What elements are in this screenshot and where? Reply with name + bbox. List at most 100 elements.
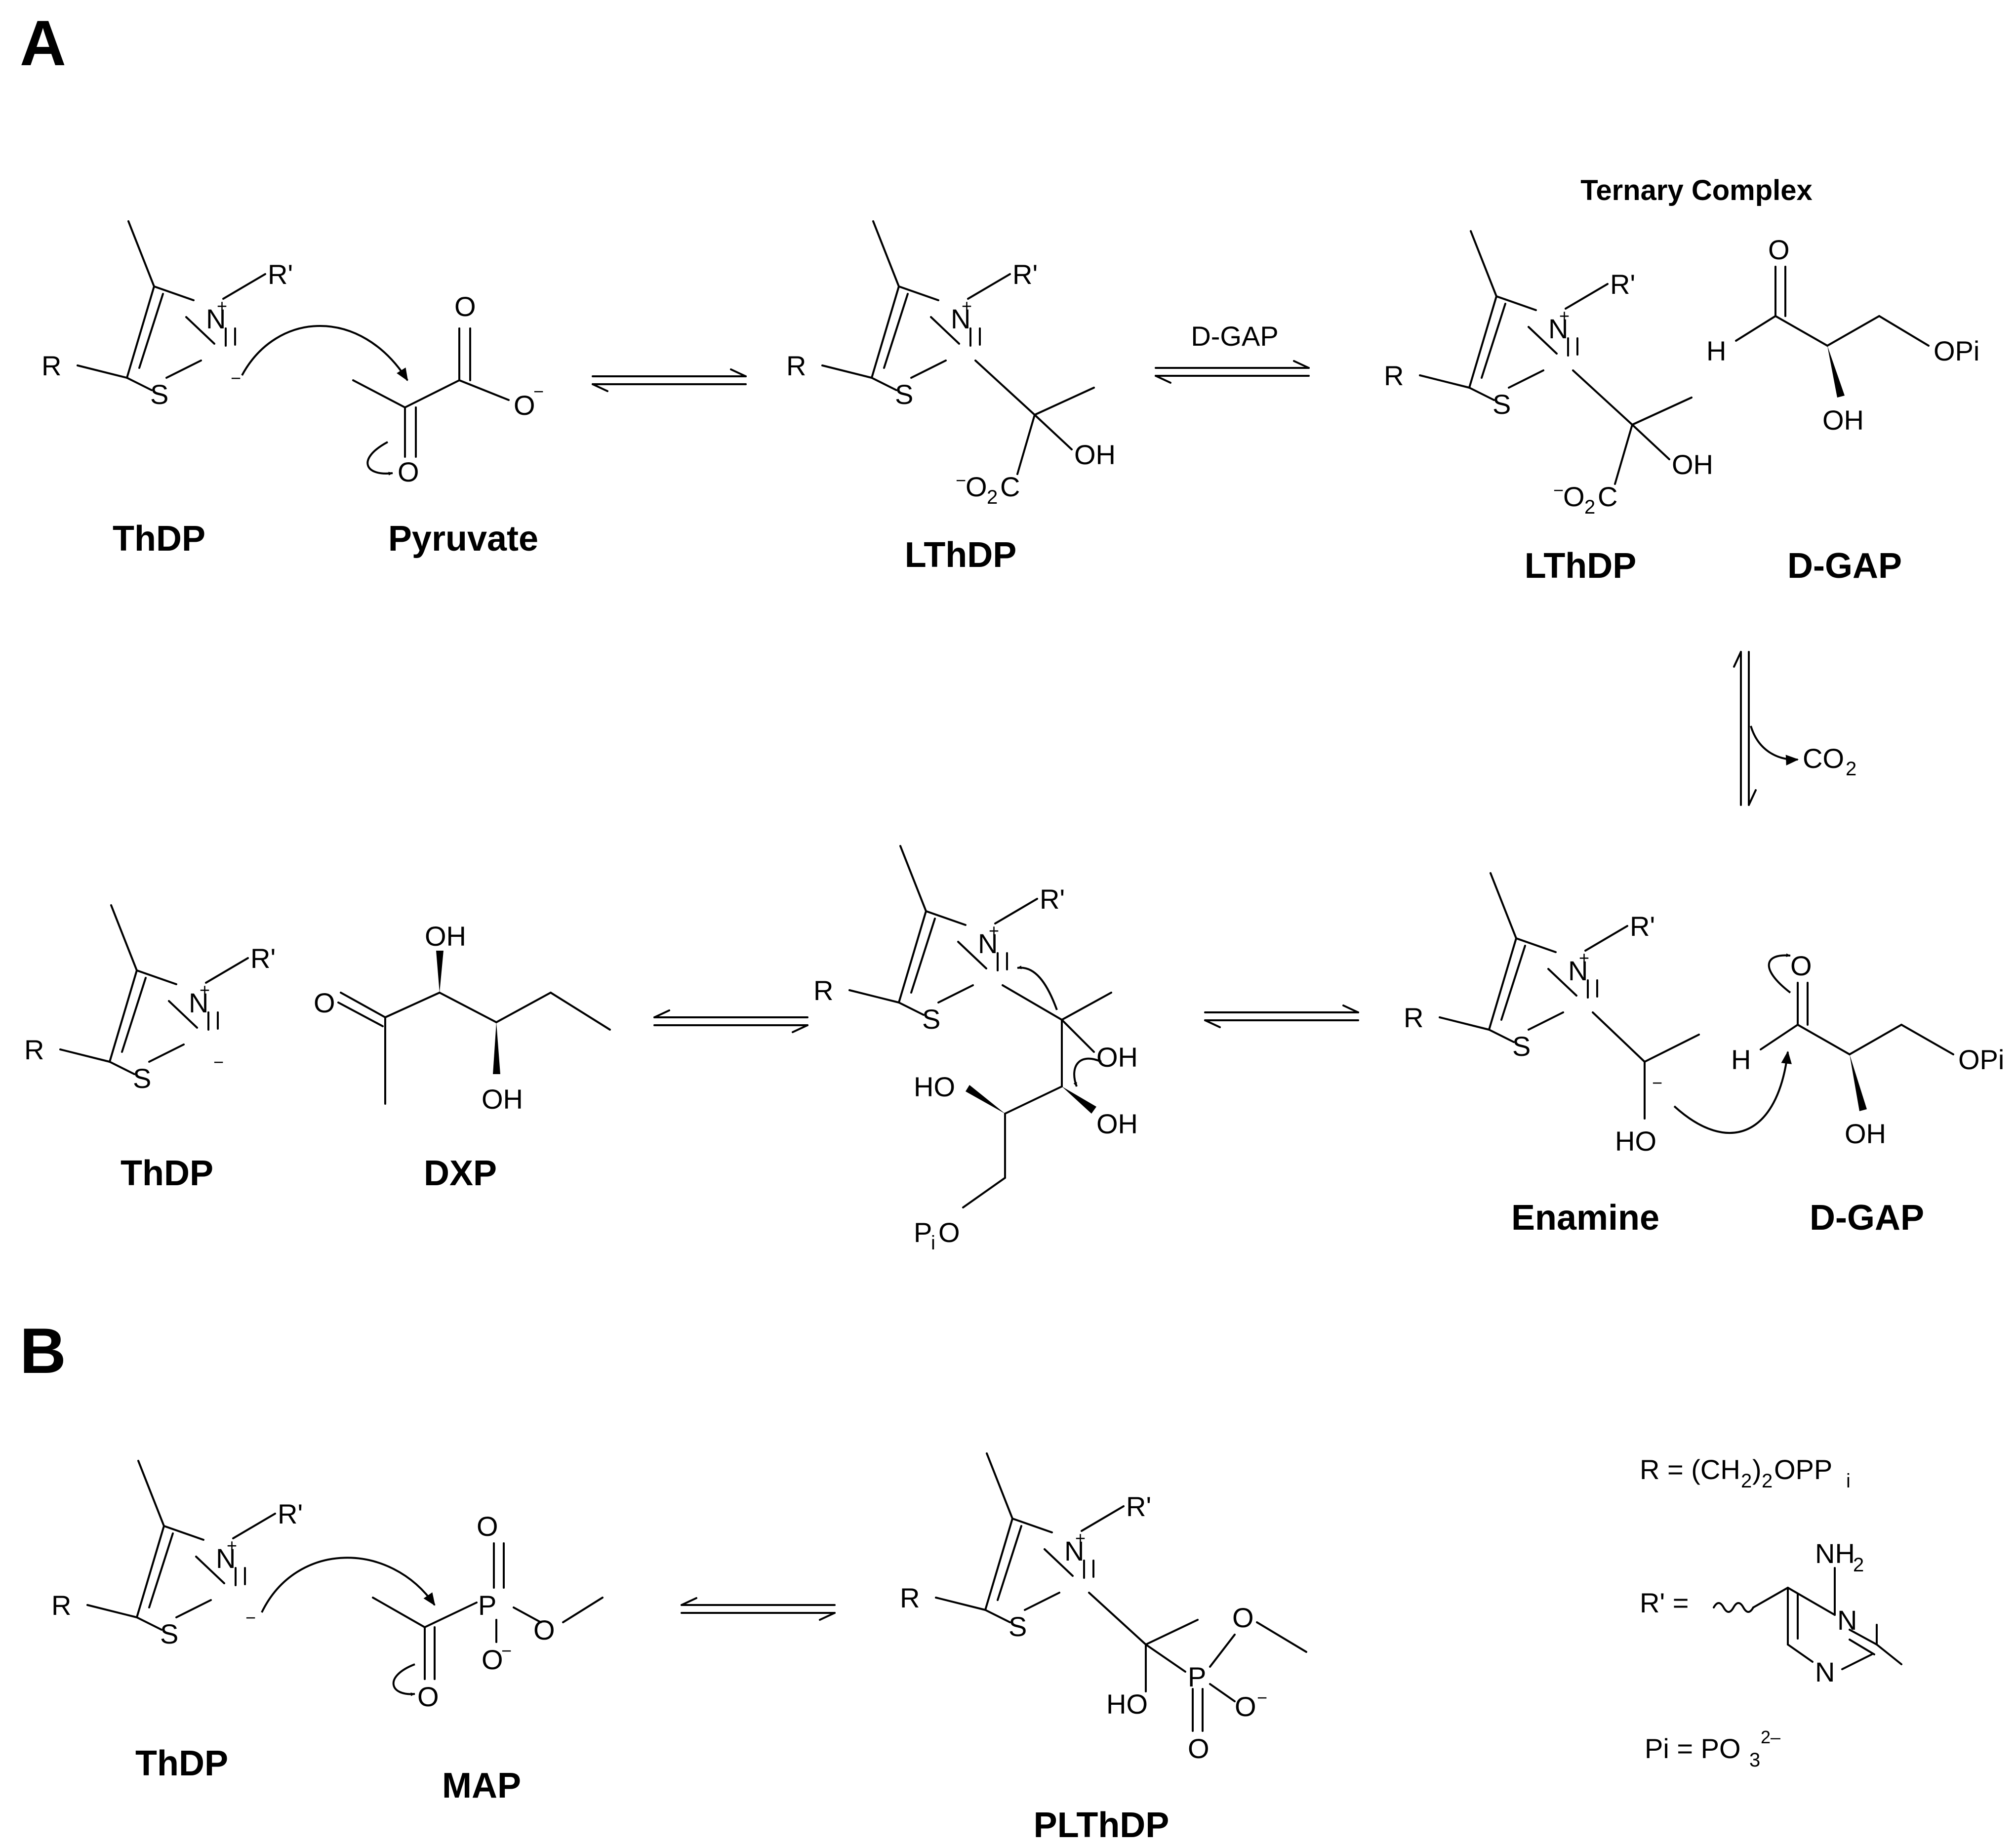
atom-r: R — [1404, 1002, 1423, 1033]
lthdp-structure-1: N + S R R' OH − O 2 C — [786, 220, 1116, 508]
equilibrium-arrow-2 — [1155, 360, 1310, 384]
legend-r-sub3: i — [1846, 1470, 1851, 1492]
co2-subscript: 2 — [1846, 758, 1856, 780]
carbonyl-arrow-1 — [366, 441, 393, 476]
charge-minus: − — [533, 381, 544, 401]
lthdp-structure-2: N + S R R' OH − O 2 C — [1384, 230, 1713, 518]
atom-r-prime: R' — [1040, 883, 1065, 915]
atom-r: R — [900, 1582, 920, 1613]
equilibrium-arrow-5 — [681, 1597, 836, 1621]
legend-pi-sub: 3 — [1749, 1749, 1760, 1771]
label-map: MAP — [442, 1766, 521, 1806]
atom-opi: OPi — [1958, 1044, 2004, 1075]
wavy-bond — [1713, 1602, 1754, 1613]
legend-r-paren: ) — [1752, 1454, 1762, 1485]
atom-o: O — [1768, 234, 1790, 265]
atom-n: N — [1837, 1605, 1857, 1636]
atom-s: S — [133, 1063, 151, 1094]
carboxylate-o: O — [1563, 481, 1585, 512]
legend-pi: Pi = PO 3 2– — [1645, 1727, 1780, 1771]
atom-oh: OH — [1096, 1042, 1138, 1073]
carbonyl-arrow-3 — [392, 1663, 415, 1696]
carbonyl-arrow-2 — [1768, 953, 1791, 994]
atom-o: O — [417, 1681, 439, 1712]
charge-minus: − — [956, 470, 966, 490]
label-plthdp: PLThDP — [1034, 1806, 1169, 1845]
thdp-ylide-bottom: N + S R R' − — [51, 1460, 303, 1649]
atom-o: O — [1790, 950, 1812, 981]
charge-plus: + — [200, 980, 210, 1000]
label-enamine: Enamine — [1511, 1198, 1659, 1238]
atom-ho: HO — [1106, 1688, 1148, 1720]
charge-minus: − — [1257, 1687, 1267, 1708]
charge-minus: − — [1652, 1073, 1662, 1093]
atom-r-prime: R' — [250, 943, 276, 974]
legend-nh2-sub: 2 — [1853, 1554, 1864, 1576]
attack-arrow-2 — [1673, 1050, 1792, 1134]
dxp-structure: O OH OH — [314, 921, 611, 1115]
atom-ho: HO — [1615, 1125, 1656, 1157]
atom-r-prime: R' — [1012, 259, 1038, 290]
carboxylate-sub: 2 — [987, 486, 998, 508]
label-thdp-b: ThDP — [135, 1744, 228, 1783]
atom-o: O — [1235, 1691, 1256, 1722]
condition-dgap: D-GAP — [1191, 321, 1278, 352]
electron-arrow-1 — [1017, 965, 1058, 1010]
legend-r-text: R = (CH — [1640, 1454, 1740, 1485]
atom-oh: OH — [482, 1084, 523, 1115]
charge-minus: − — [245, 1607, 256, 1628]
panel-label-b: B — [20, 1315, 66, 1387]
attack-arrow-3 — [261, 1557, 436, 1613]
equilibrium-arrow-vertical — [1733, 651, 1757, 806]
atom-r: R — [813, 975, 833, 1006]
thdp-ylide-top: N + S R R' − — [41, 220, 293, 410]
legend-pi-text: Pi = PO — [1645, 1733, 1741, 1764]
atom-o: O — [482, 1644, 503, 1675]
electron-arrow-2 — [1073, 1057, 1102, 1087]
charge-minus: − — [231, 368, 241, 388]
pio-i: i — [931, 1232, 935, 1254]
legend-r-opp: OPP — [1774, 1454, 1832, 1485]
atom-r-prime: R' — [1630, 911, 1655, 942]
label-thdp: ThDP — [113, 519, 205, 559]
legend-r: R = (CH 2 ) 2 OPP i — [1640, 1454, 1851, 1492]
panel-label-a: A — [20, 7, 66, 79]
dgap-structure-1: O H OH OPi — [1706, 234, 1979, 436]
atom-s: S — [150, 379, 168, 410]
charge-plus: + — [962, 296, 972, 316]
dgap-structure-2: O H OH OPi — [1731, 950, 2004, 1149]
pyruvate-structure: O O − O — [352, 291, 544, 487]
label-dgap-enamine: D-GAP — [1810, 1198, 1924, 1238]
enamine-structure: N + S R R' − HO — [1404, 872, 1700, 1157]
atom-oh: OH — [1845, 1118, 1886, 1149]
intermediate-adduct-structure: N + S R R' OH OH HO P i O — [813, 845, 1138, 1254]
atom-r: R — [51, 1590, 71, 1621]
atom-s: S — [1512, 1031, 1531, 1062]
carboxylate-c: C — [1598, 481, 1617, 512]
atom-p: P — [478, 1590, 496, 1621]
atom-n: N — [1548, 313, 1568, 344]
atom-ho: HO — [914, 1071, 955, 1102]
equilibrium-arrow-1 — [592, 368, 747, 392]
charge-plus: + — [227, 1535, 237, 1556]
atom-oh: OH — [1822, 404, 1864, 436]
carboxylate-sub: 2 — [1584, 496, 1595, 518]
label-lthdp: LThDP — [905, 535, 1017, 575]
label-lthdp-ternary: LThDP — [1525, 546, 1637, 586]
atom-r-prime: R' — [278, 1498, 303, 1529]
atom-o: O — [398, 456, 419, 487]
plthdp-structure: N + S R R' HO P O O − O — [900, 1452, 1307, 1764]
label-dxp: DXP — [424, 1154, 497, 1193]
atom-r: R — [1384, 360, 1404, 391]
atom-oh: OH — [1074, 439, 1116, 470]
atom-o: O — [314, 987, 335, 1018]
legend-r-sub1: 2 — [1741, 1470, 1752, 1492]
atom-r-prime: R' — [1610, 269, 1635, 300]
attack-arrow-1 — [241, 325, 408, 381]
atom-n: N — [1815, 1656, 1835, 1687]
atom-o: O — [1232, 1602, 1254, 1633]
atom-s: S — [1492, 389, 1511, 420]
atom-s: S — [895, 379, 913, 410]
equilibrium-arrow-4 — [653, 1009, 808, 1033]
